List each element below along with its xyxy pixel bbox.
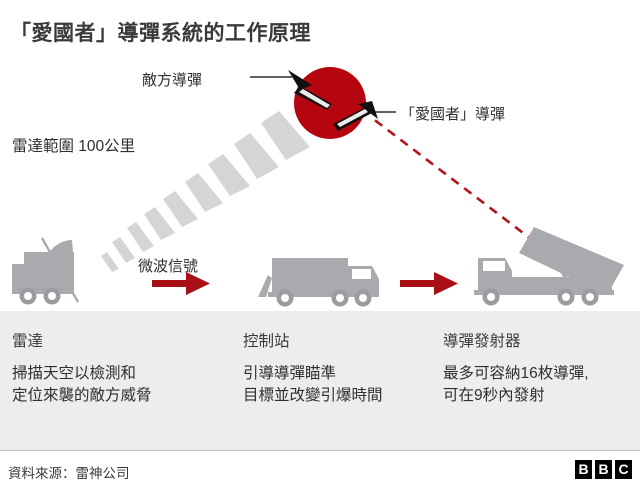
footer: 資料來源：雷神公司 B B C [0,450,640,487]
panel-column-radar: 雷達 掃描天空以檢測和 定位來襲的敵方威脅 [12,329,227,407]
panel-body-radar: 掃描天空以檢測和 定位來襲的敵方威脅 [12,363,227,407]
bbc-logo-letter: B [575,460,592,479]
diagram-svg [12,67,624,307]
radar-beam-cone-icon [101,111,310,272]
panel-line: 引導導彈瞄準 [243,365,337,382]
info-panel: 雷達 掃描天空以檢測和 定位來襲的敵方威脅 控制站 引導導彈瞄準 目標並改變引爆… [0,311,640,450]
panel-heading-launcher: 導彈發射器 [443,333,521,350]
panel-body-control-station: 引導導彈瞄準 目標並改變引爆時間 [243,363,438,407]
diagram-stage: 敵方導彈 「愛國者」導彈 雷達範圍 100公里 微波信號 [12,67,624,307]
panel-column-launcher: 導彈發射器 最多可容納16枚導彈, 可在9秒內發射 [443,329,633,407]
red-arrow-right-icon [400,272,458,295]
label-radar-range: 雷達範圍 100公里 [12,138,136,155]
panel-heading-radar: 雷達 [12,333,44,350]
bbc-logo-letter: C [615,460,632,479]
panel-line: 目標並改變引爆時間 [243,387,383,404]
panel-column-control-station: 控制站 引導導彈瞄準 目標並改變引爆時間 [243,329,438,407]
missile-launcher-truck-icon [474,227,624,306]
label-patriot-missile: 「愛國者」導彈 [400,106,506,123]
label-enemy-missile: 敵方導彈 [142,72,203,89]
radar-truck-icon [12,237,80,305]
dashed-trajectory-line-icon [371,116,536,244]
page-title: 「愛國者」導彈系統的工作原理 [10,22,311,45]
source-attribution: 資料來源：雷神公司 [8,466,130,481]
panel-line: 掃描天空以檢測和 [12,365,137,382]
red-arrow-right-icon [152,272,210,295]
panel-heading-control-station: 控制站 [243,333,290,350]
panel-line: 可在9秒內發射 [443,387,545,404]
control-station-truck-icon [258,258,379,307]
patriot-missile-icon [333,101,396,131]
bbc-logo-letter: B [595,460,612,479]
panel-body-launcher: 最多可容納16枚導彈, 可在9秒內發射 [443,363,633,407]
panel-line: 最多可容納16枚導彈, [443,365,589,382]
bbc-logo: B B C [575,460,632,479]
panel-line: 定位來襲的敵方威脅 [12,387,152,404]
label-microwave-signal: 微波信號 [138,258,199,275]
enemy-missile-icon [250,70,332,110]
